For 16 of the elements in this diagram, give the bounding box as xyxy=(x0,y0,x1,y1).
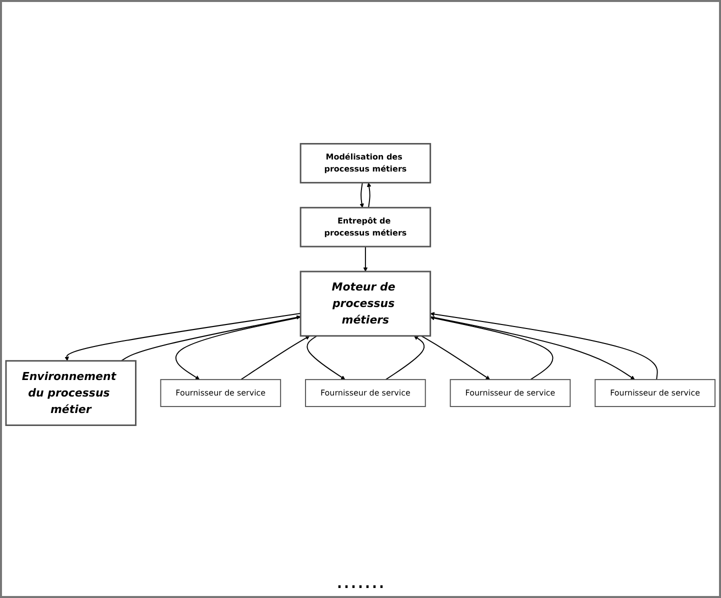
arrow xyxy=(363,246,368,272)
arrow xyxy=(385,336,425,380)
arrow xyxy=(366,182,372,208)
arrow xyxy=(306,335,346,380)
arrow xyxy=(175,316,302,380)
arrow xyxy=(360,182,364,208)
arrow xyxy=(430,316,635,380)
ellipsis-text: ....... xyxy=(336,569,385,594)
arrow xyxy=(430,316,554,380)
arrow xyxy=(120,315,301,362)
arrow xyxy=(64,312,302,362)
node-box: Moteur de processus métiers xyxy=(300,270,432,337)
node-box: Environnement du processus métier xyxy=(5,360,136,426)
arrow xyxy=(420,335,490,380)
arrow xyxy=(430,312,658,380)
arrow xyxy=(240,336,310,380)
